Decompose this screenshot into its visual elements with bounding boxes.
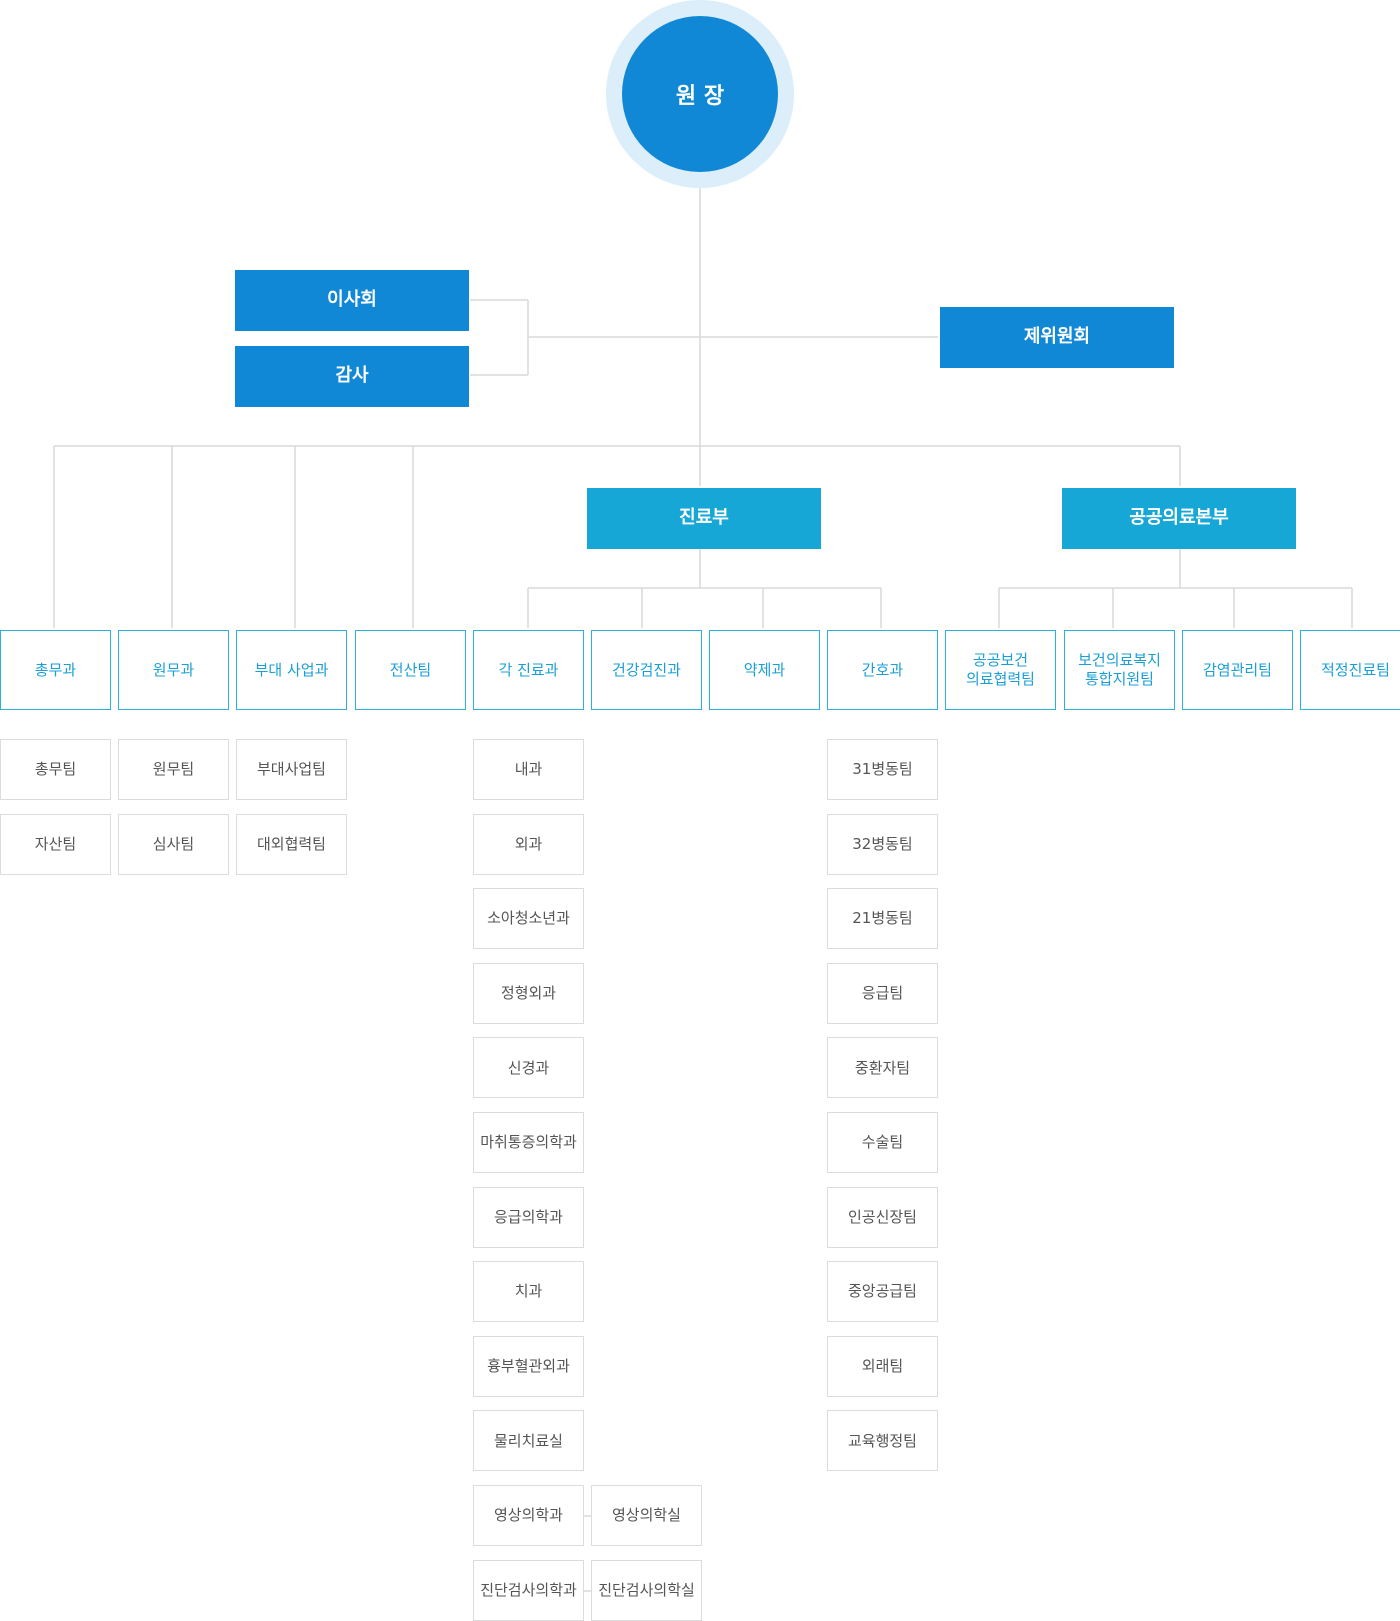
sub-team-node[interactable]: 인공신장팀 (827, 1186, 938, 1248)
sub-team-node[interactable]: 심사팀 (118, 813, 229, 875)
department-node[interactable]: 보건의료복지 통합지원팀 (1064, 630, 1175, 710)
medical-division-node[interactable]: 진료부 (587, 488, 821, 549)
clinical-room-node[interactable]: 영상의학실 (591, 1485, 702, 1546)
department-node[interactable]: 총무과 (0, 630, 111, 710)
sub-team-node[interactable]: 응급팀 (827, 962, 938, 1024)
department-node[interactable]: 각 진료과 (473, 630, 584, 710)
sub-team-node[interactable]: 치과 (473, 1261, 584, 1323)
public-division-node[interactable]: 공공의료본부 (1062, 488, 1296, 549)
department-node[interactable]: 건강검진과 (591, 630, 702, 710)
sub-team-node[interactable]: 물리치료실 (473, 1410, 584, 1472)
sub-team-node[interactable]: 중앙공급팀 (827, 1261, 938, 1323)
committees-node[interactable]: 제위원회 (940, 307, 1174, 368)
sub-team-node[interactable]: 31병동팀 (827, 739, 938, 800)
sub-team-node[interactable]: 총무팀 (0, 739, 111, 800)
sub-team-node[interactable]: 흉부혈관외과 (473, 1335, 584, 1397)
department-node[interactable]: 감염관리팀 (1182, 630, 1293, 710)
sub-team-node[interactable]: 대외협력팀 (236, 813, 347, 875)
department-node[interactable]: 전산팀 (355, 630, 466, 710)
sub-team-node[interactable]: 수술팀 (827, 1112, 938, 1173)
department-node[interactable]: 약제과 (709, 630, 820, 710)
director-node[interactable]: 원 장 (622, 16, 778, 172)
department-node[interactable]: 적정진료팀 (1300, 630, 1400, 710)
sub-team-node[interactable]: 영상의학과 (473, 1485, 584, 1546)
department-node[interactable]: 원무과 (118, 630, 229, 710)
department-node[interactable]: 간호과 (827, 630, 938, 710)
sub-team-node[interactable]: 원무팀 (118, 739, 229, 800)
sub-team-node[interactable]: 중환자팀 (827, 1037, 938, 1099)
sub-team-node[interactable]: 진단검사의학과 (473, 1559, 584, 1621)
department-node[interactable]: 공공보건 의료협력팀 (945, 630, 1056, 710)
sub-team-node[interactable]: 21병동팀 (827, 888, 938, 950)
sub-team-node[interactable]: 32병동팀 (827, 813, 938, 875)
sub-team-node[interactable]: 부대사업팀 (236, 739, 347, 800)
sub-team-node[interactable]: 내과 (473, 739, 584, 800)
sub-team-node[interactable]: 마취통증의학과 (473, 1112, 584, 1173)
board-node[interactable]: 이사회 (235, 270, 469, 331)
sub-team-node[interactable]: 외과 (473, 813, 584, 875)
sub-team-node[interactable]: 자산팀 (0, 813, 111, 875)
sub-team-node[interactable]: 소아청소년과 (473, 888, 584, 950)
audit-node[interactable]: 감사 (235, 346, 469, 407)
sub-team-node[interactable]: 응급의학과 (473, 1186, 584, 1248)
sub-team-node[interactable]: 교육행정팀 (827, 1410, 938, 1472)
sub-team-node[interactable]: 신경과 (473, 1037, 584, 1099)
clinical-room-node[interactable]: 진단검사의학실 (591, 1559, 702, 1621)
sub-team-node[interactable]: 외래팀 (827, 1335, 938, 1397)
department-node[interactable]: 부대 사업과 (236, 630, 347, 710)
sub-team-node[interactable]: 정형외과 (473, 962, 584, 1024)
